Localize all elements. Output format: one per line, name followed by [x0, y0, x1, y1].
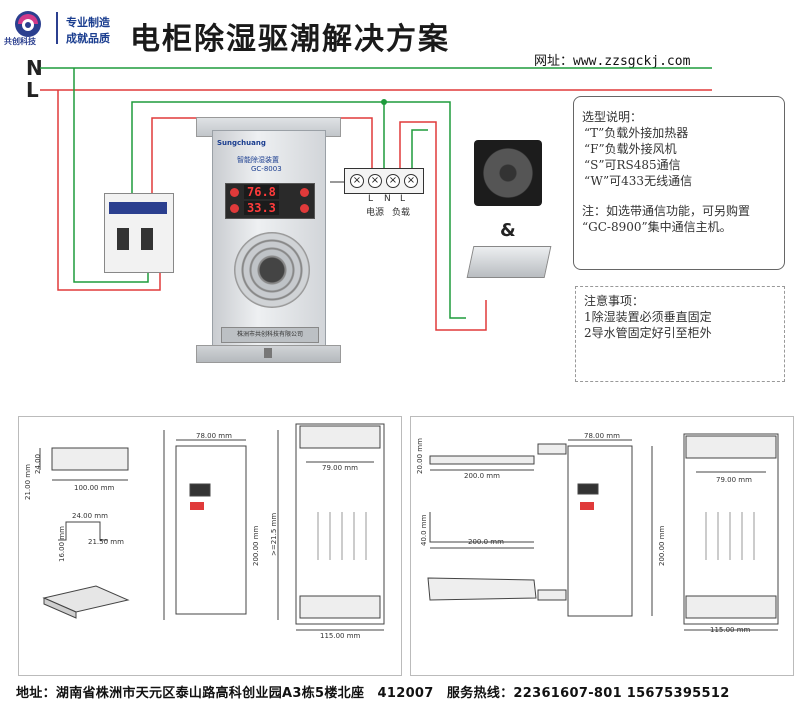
- breaker-label-strip: [109, 202, 167, 214]
- terminal-label-1: L: [368, 194, 374, 204]
- terminal-block: × × × ×: [344, 168, 424, 194]
- selection-notes-box: 选型说明： “T”负载外接加热器 “F”负载外接风机 “S”可RS485通信 “…: [573, 96, 785, 270]
- dim-profile-bottom: 21.50 mm: [88, 538, 124, 546]
- page-title: 电柜除湿驱潮解决方案: [130, 22, 450, 57]
- company-logo: [15, 11, 41, 37]
- breaker-toggle-2: [141, 228, 153, 250]
- dim-rear-width: 79.00 mm: [322, 464, 358, 472]
- dim-profile-top: 24.00 mm: [72, 512, 108, 520]
- dim-body-height-right: 200.00 mm: [658, 525, 666, 566]
- footer-address: 地址：湖南省株洲市天元区泰山路高科创业园A3栋5楼北座 412007 服务热线：…: [16, 686, 730, 701]
- website-url: 网址：www.zzsgckj.com: [534, 54, 691, 69]
- selection-line-2: “F”负载外接风机: [584, 142, 677, 156]
- drawing-panel-left: [18, 416, 402, 676]
- dim-rear-bottom: 115.00 mm: [320, 632, 361, 640]
- tagline-2: 成就品质: [66, 32, 110, 45]
- dim-rail-height: 20.00 mm: [416, 438, 424, 474]
- dim-bracket-h2: 24.00: [34, 453, 42, 474]
- fan-grille-icon: [234, 232, 310, 308]
- temp-readout: 76.8: [244, 185, 279, 199]
- line-l-label: L: [26, 78, 39, 102]
- dim-rail-width: 200.0 mm: [464, 472, 500, 480]
- terminal-group-power: 电源: [366, 208, 385, 218]
- selection-heading: 选型说明：: [582, 110, 643, 124]
- fan-icon: [474, 140, 542, 206]
- dehumidifier-device: Sungchuang 智能除湿装置 GC-8003 76.8 33.3 警告 株…: [212, 130, 326, 354]
- down-button[interactable]: [300, 204, 309, 213]
- terminal-label-3: L: [400, 194, 406, 204]
- device-model: GC-8003: [251, 165, 282, 173]
- header-divider: [56, 12, 58, 44]
- precautions-box: 注意事项： 1除湿装置必须垂直固定 2导水管固定好引至柜外: [575, 286, 785, 382]
- dim-body-width-right: 78.00 mm: [584, 432, 620, 440]
- drawing-panel-right: [410, 416, 794, 676]
- humidity-readout: 33.3: [244, 201, 279, 215]
- ampersand-symbol: &: [500, 220, 516, 241]
- dim-rear-width-right: 79.00 mm: [716, 476, 752, 484]
- selection-line-1: “T”负载外接加热器: [584, 126, 689, 140]
- dim-rear-bottom-right: 115.00 mm: [710, 626, 751, 634]
- up-button[interactable]: [300, 188, 309, 197]
- terminal-label-2: N: [384, 194, 391, 204]
- terminal-screw-2: ×: [368, 174, 382, 188]
- dim-bracket-h1: 21.00 mm: [24, 464, 32, 500]
- dim-rear-height: >=21.5 mm: [270, 512, 278, 556]
- terminal-screw-4: ×: [404, 174, 418, 188]
- terminal-screw-3: ×: [386, 174, 400, 188]
- display-panel: 76.8 33.3: [225, 183, 315, 219]
- circuit-breaker: [104, 193, 174, 273]
- dim-body-height: 200.00 mm: [252, 525, 260, 566]
- temp-indicator-icon: [230, 188, 239, 197]
- logo-caption: 共创科技: [4, 37, 36, 46]
- device-brand: Sungchuang: [217, 139, 266, 147]
- precaution-line-2: 2导水管固定好引至柜外: [584, 326, 712, 340]
- dim-angle-width: 200.0 mm: [468, 538, 504, 546]
- line-n-label: N: [26, 56, 43, 80]
- precaution-line-1: 1除湿装置必须垂直固定: [584, 310, 712, 324]
- terminal-group-load: 负载: [392, 208, 411, 218]
- communication-note: 注：如选带通信功能，可另购置 “GC-8900”集中通信主机。: [582, 204, 751, 234]
- dim-angle-height: 40.0 mm: [420, 514, 428, 546]
- tagline-1: 专业制造: [66, 16, 110, 29]
- wiring-lines: [40, 67, 712, 331]
- dim-bracket-width: 100.00 mm: [74, 484, 115, 492]
- selection-line-4: “W”可433无线通信: [584, 174, 693, 188]
- precautions-heading: 注意事项：: [584, 294, 645, 308]
- dim-profile-left: 16.00 mm: [58, 526, 66, 562]
- terminal-screw-1: ×: [350, 174, 364, 188]
- dim-body-width: 78.00 mm: [196, 432, 232, 440]
- humidity-indicator-icon: [230, 204, 239, 213]
- selection-line-3: “S”可RS485通信: [584, 158, 681, 172]
- breaker-toggle-1: [117, 228, 129, 250]
- technical-drawings: [39, 423, 779, 631]
- device-name: 智能除湿装置: [237, 156, 279, 164]
- device-nameplate: 株洲市共创科技有限公司: [221, 327, 319, 343]
- drain-pipe: [264, 348, 272, 358]
